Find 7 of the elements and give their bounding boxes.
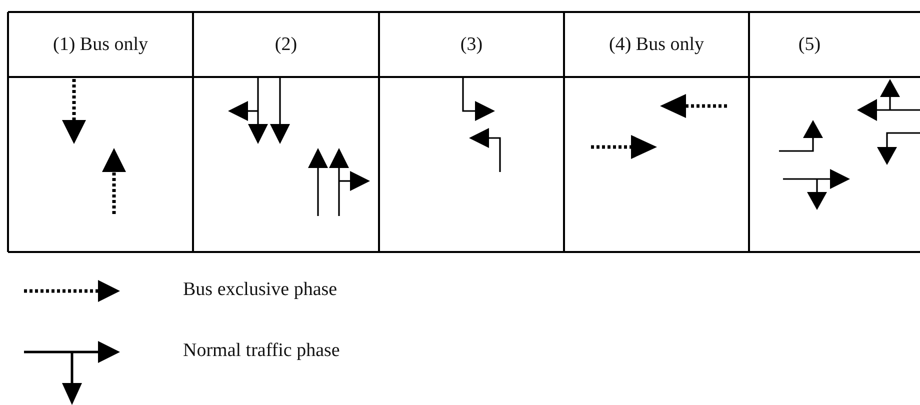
- legend-label: Bus exclusive phase: [183, 279, 338, 301]
- column-header: (2): [274, 34, 298, 56]
- column-header: (1) Bus only: [53, 34, 148, 56]
- legend-label: Normal traffic phase: [183, 340, 340, 362]
- column-header: (5): [798, 34, 821, 56]
- column-header: (4) Bus only: [609, 34, 704, 56]
- column-header: (3): [460, 34, 483, 56]
